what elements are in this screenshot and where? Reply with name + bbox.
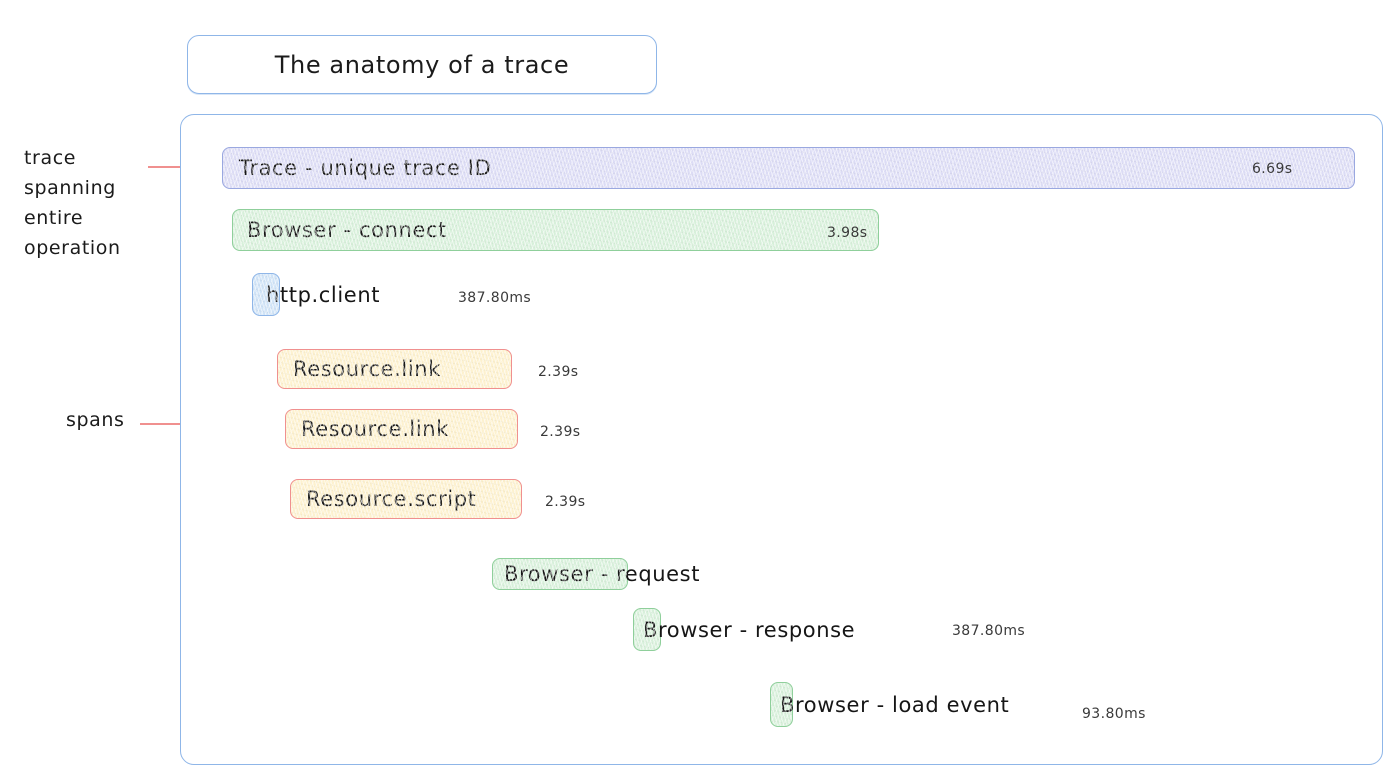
span-duration-resource-link-2: 2.39s (540, 424, 581, 440)
span-label-browser-load-event: Browser - load event (780, 693, 1010, 717)
annotation-spans-label: spans (66, 409, 125, 431)
span-duration-browser-connect: 3.98s (827, 225, 868, 241)
span-bar-http-client[interactable]: http.client (252, 273, 379, 316)
span-bar-browser-load-event[interactable]: Browser - load event (770, 682, 1009, 727)
span-label-resource-script: Resource.script (306, 487, 477, 511)
span-label-browser-connect: Browser - connect (247, 218, 447, 242)
span-duration-browser-load-event: 93.80ms (1082, 706, 1146, 722)
span-label-resource-link-1: Resource.link (293, 357, 441, 381)
diagram-title-box: The anatomy of a trace (187, 35, 657, 94)
span-duration-resource-script: 2.39s (545, 494, 586, 510)
span-bar-browser-request[interactable]: Browser - request (492, 558, 699, 590)
annotation-spans-leader-line (140, 423, 206, 425)
page-title: The anatomy of a trace (274, 50, 570, 79)
annotation-trace-leader-line (148, 166, 206, 168)
span-bar-resource-script[interactable]: Resource.script (290, 479, 522, 519)
span-label-browser-request: Browser - request (504, 562, 701, 586)
span-duration-trace: 6.69s (1252, 161, 1293, 177)
annotation-trace-label: trace spanning entire operation (24, 147, 121, 259)
span-duration-browser-response: 387.80ms (952, 623, 1026, 639)
span-duration-resource-link-1: 2.39s (538, 364, 579, 380)
span-bar-browser-connect[interactable]: Browser - connect (232, 209, 879, 251)
span-label-browser-response: Browser - response (643, 618, 856, 642)
span-bar-browser-response[interactable]: Browser - response (633, 608, 855, 651)
span-label-http-client: http.client (266, 283, 381, 307)
span-bar-resource-link-2[interactable]: Resource.link (285, 409, 518, 449)
span-label-trace: Trace - unique trace ID (239, 156, 492, 180)
span-bar-resource-link-1[interactable]: Resource.link (277, 349, 512, 389)
span-label-resource-link-2: Resource.link (301, 417, 449, 441)
span-bar-trace[interactable]: Trace - unique trace ID (222, 147, 1355, 189)
span-duration-http-client: 387.80ms (458, 290, 532, 306)
